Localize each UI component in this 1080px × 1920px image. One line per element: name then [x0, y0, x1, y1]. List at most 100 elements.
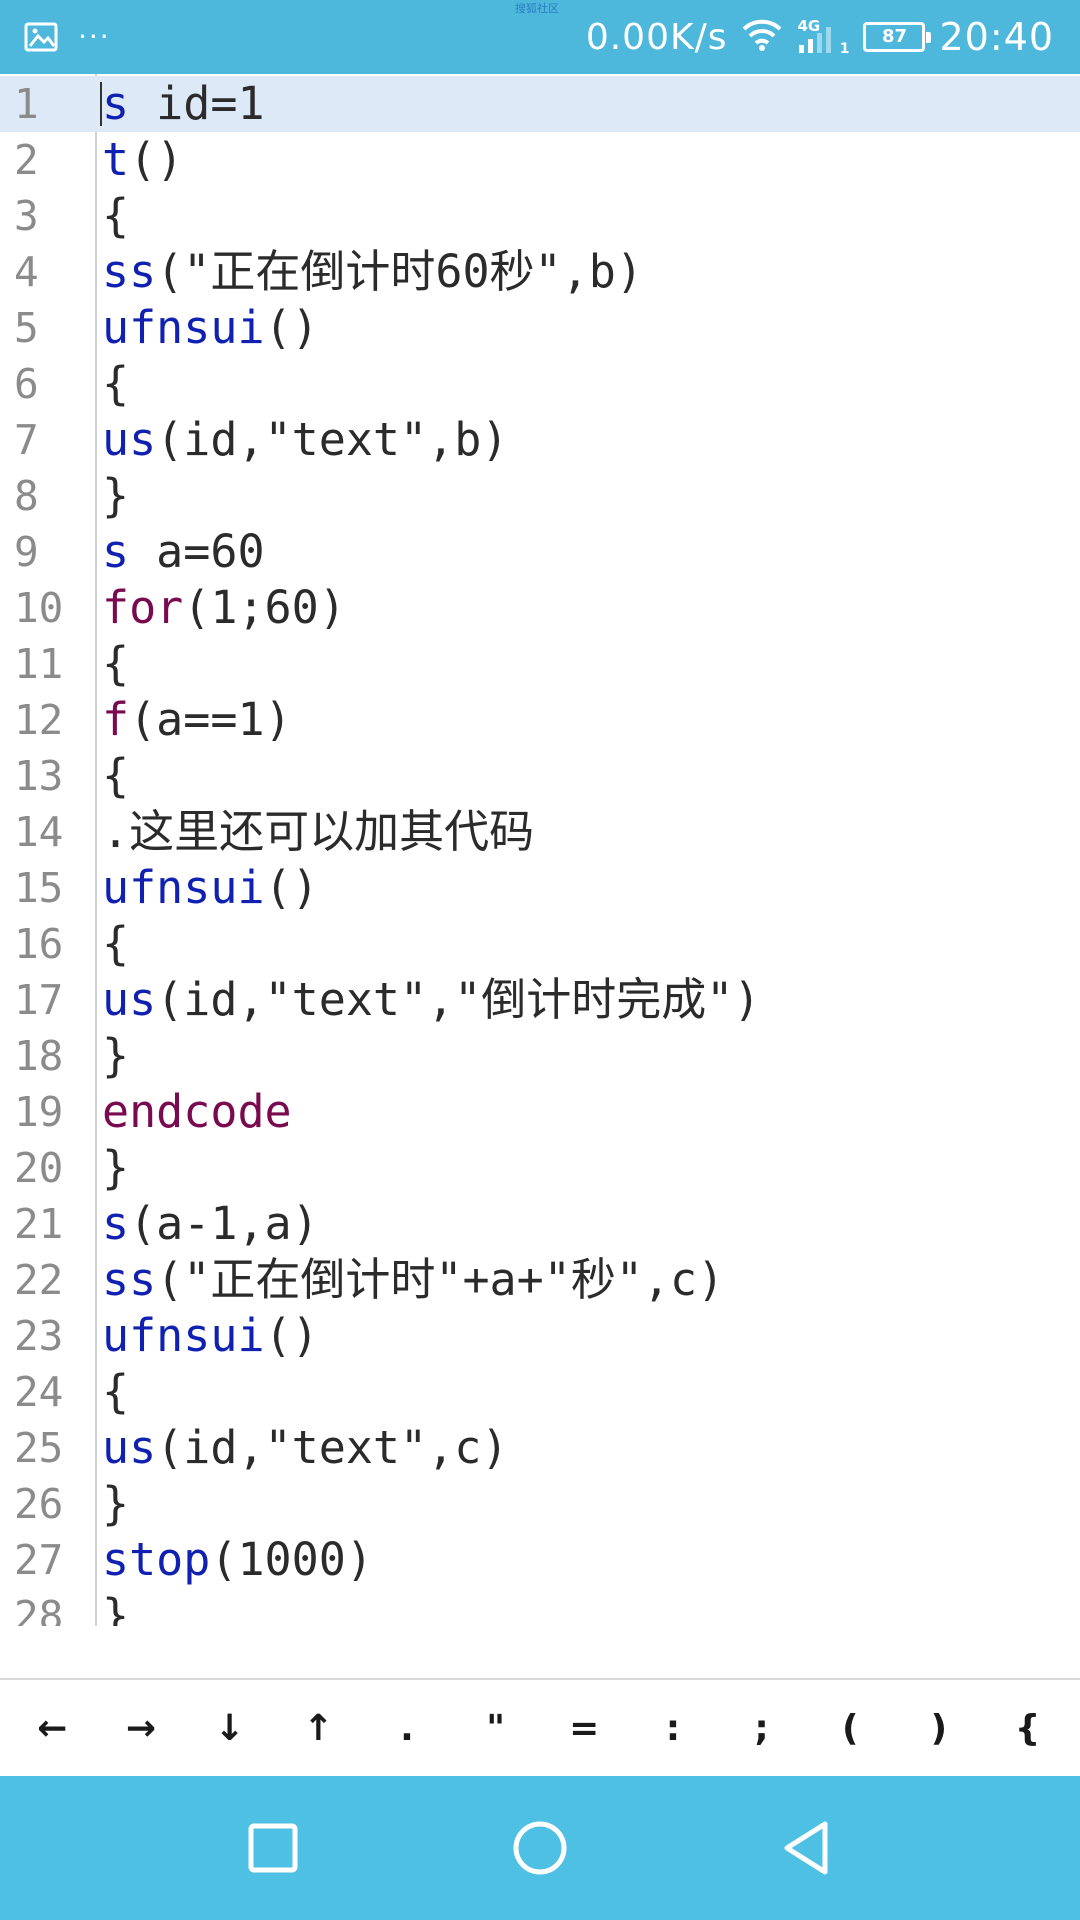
line-text[interactable]: s(a-1,a) — [102, 1196, 319, 1252]
symbol-key[interactable]: ↓ — [214, 1707, 245, 1749]
symbol-key[interactable]: → — [125, 1707, 157, 1749]
line-text[interactable]: ufnsui() — [102, 1308, 319, 1364]
symbol-key[interactable]: ( — [842, 1707, 859, 1749]
code-line[interactable]: 26} — [0, 1476, 1080, 1532]
line-text[interactable]: { — [102, 636, 129, 692]
status-right: 0.00K/s 4G 1 87 20:40 — [586, 14, 1054, 60]
code-line[interactable]: 9 s a=60 — [0, 524, 1080, 580]
line-text[interactable]: s id=1 — [102, 76, 265, 132]
line-number: 17 — [14, 976, 64, 1024]
symbol-key[interactable]: ↑ — [303, 1707, 334, 1749]
symbol-key[interactable]: " — [486, 1707, 505, 1749]
symbol-key[interactable]: ) — [930, 1707, 948, 1749]
line-text[interactable]: endcode — [102, 1084, 292, 1140]
line-number: 2 — [14, 136, 39, 184]
line-text[interactable]: } — [102, 1028, 129, 1084]
image-icon — [24, 22, 58, 52]
battery-icon: 87 — [863, 22, 932, 52]
code-line[interactable]: 24{ — [0, 1364, 1080, 1420]
symbol-key[interactable]: : — [665, 1707, 681, 1749]
line-text[interactable]: { — [102, 188, 129, 244]
recent-apps-button[interactable] — [223, 1798, 323, 1898]
code-line[interactable]: 28} — [0, 1588, 1080, 1626]
code-line[interactable]: 25 us(id,"text",c) — [0, 1420, 1080, 1476]
line-number: 15 — [14, 864, 64, 912]
line-text[interactable]: { — [102, 356, 129, 412]
line-text[interactable]: for(1;60) — [102, 580, 346, 636]
code-line[interactable]: 17 us(id,"text","倒计时完成") — [0, 972, 1080, 1028]
line-text[interactable]: } — [102, 1588, 129, 1626]
line-number: 28 — [14, 1592, 64, 1626]
line-text[interactable]: ss("正在倒计时"+a+"秒",c) — [102, 1252, 724, 1308]
keyword-token: us — [102, 1421, 157, 1474]
symbol-toolbar: ← → ↓ ↑. " =:; () { — [0, 1680, 1080, 1776]
signal-icon: 4G 1 — [797, 17, 849, 57]
code-token: { — [102, 189, 130, 242]
line-text[interactable]: us(id,"text",c) — [102, 1420, 508, 1476]
line-number: 8 — [14, 472, 39, 520]
line-text[interactable]: ss("正在倒计时60秒",b) — [102, 244, 643, 300]
line-text[interactable]: us(id,"text","倒计时完成") — [102, 972, 760, 1028]
code-token: { — [102, 917, 130, 970]
code-line[interactable]: 2 t() — [0, 132, 1080, 188]
code-line[interactable]: 15 ufnsui() — [0, 860, 1080, 916]
line-text[interactable]: us(id,"text",b) — [102, 412, 508, 468]
line-text[interactable]: } — [102, 1476, 129, 1532]
circle-icon — [513, 1821, 567, 1875]
code-token: { — [102, 637, 130, 690]
line-number: 26 — [14, 1480, 64, 1528]
code-line[interactable]: 18} — [0, 1028, 1080, 1084]
control-token: f — [102, 693, 130, 746]
line-text[interactable]: .这里还可以加其代码 — [102, 804, 534, 860]
code-token: (id,"text","倒计时完成") — [156, 973, 761, 1026]
line-text[interactable]: f(a==1) — [102, 692, 292, 748]
back-button[interactable] — [757, 1798, 857, 1898]
code-token: } — [102, 469, 130, 522]
symbol-key[interactable]: ; — [754, 1707, 769, 1749]
line-text[interactable]: s a=60 — [102, 524, 265, 580]
line-text[interactable]: } — [102, 468, 129, 524]
code-line[interactable]: 13{ — [0, 748, 1080, 804]
symbol-key[interactable]: = — [569, 1707, 600, 1749]
line-number: 10 — [14, 584, 64, 632]
line-text[interactable]: { — [102, 916, 129, 972]
code-token: } — [102, 1477, 130, 1530]
navigation-bar — [0, 1776, 1080, 1920]
code-line[interactable]: 16{ — [0, 916, 1080, 972]
net-speed: 0.00K/s — [585, 16, 728, 58]
line-text[interactable]: } — [102, 1140, 129, 1196]
line-number: 9 — [14, 528, 39, 576]
line-text[interactable]: { — [102, 748, 129, 804]
symbol-key[interactable]: { — [1014, 1707, 1041, 1749]
symbol-key[interactable]: . — [400, 1707, 414, 1749]
line-text[interactable]: { — [102, 1364, 129, 1420]
code-line[interactable]: 8} — [0, 468, 1080, 524]
sim-slot: 1 — [839, 41, 850, 57]
home-button[interactable] — [490, 1798, 590, 1898]
symbol-key[interactable]: ← — [37, 1707, 68, 1749]
code-line[interactable]: 11 { — [0, 636, 1080, 692]
line-number: 25 — [14, 1424, 64, 1472]
line-text[interactable]: stop(1000) — [102, 1532, 373, 1588]
line-number: 11 — [14, 640, 64, 688]
line-text[interactable]: t() — [102, 132, 183, 188]
code-line[interactable]: 10 for(1;60) — [0, 580, 1080, 636]
line-text[interactable]: ufnsui() — [102, 300, 319, 356]
line-text[interactable]: ufnsui() — [102, 860, 319, 916]
code-line[interactable]: 6{ — [0, 356, 1080, 412]
code-line[interactable]: 3{ — [0, 188, 1080, 244]
code-line[interactable]: 14.这里还可以加其代码 — [0, 804, 1080, 860]
gutter-divider — [95, 74, 97, 1626]
code-line[interactable]: 20} — [0, 1140, 1080, 1196]
